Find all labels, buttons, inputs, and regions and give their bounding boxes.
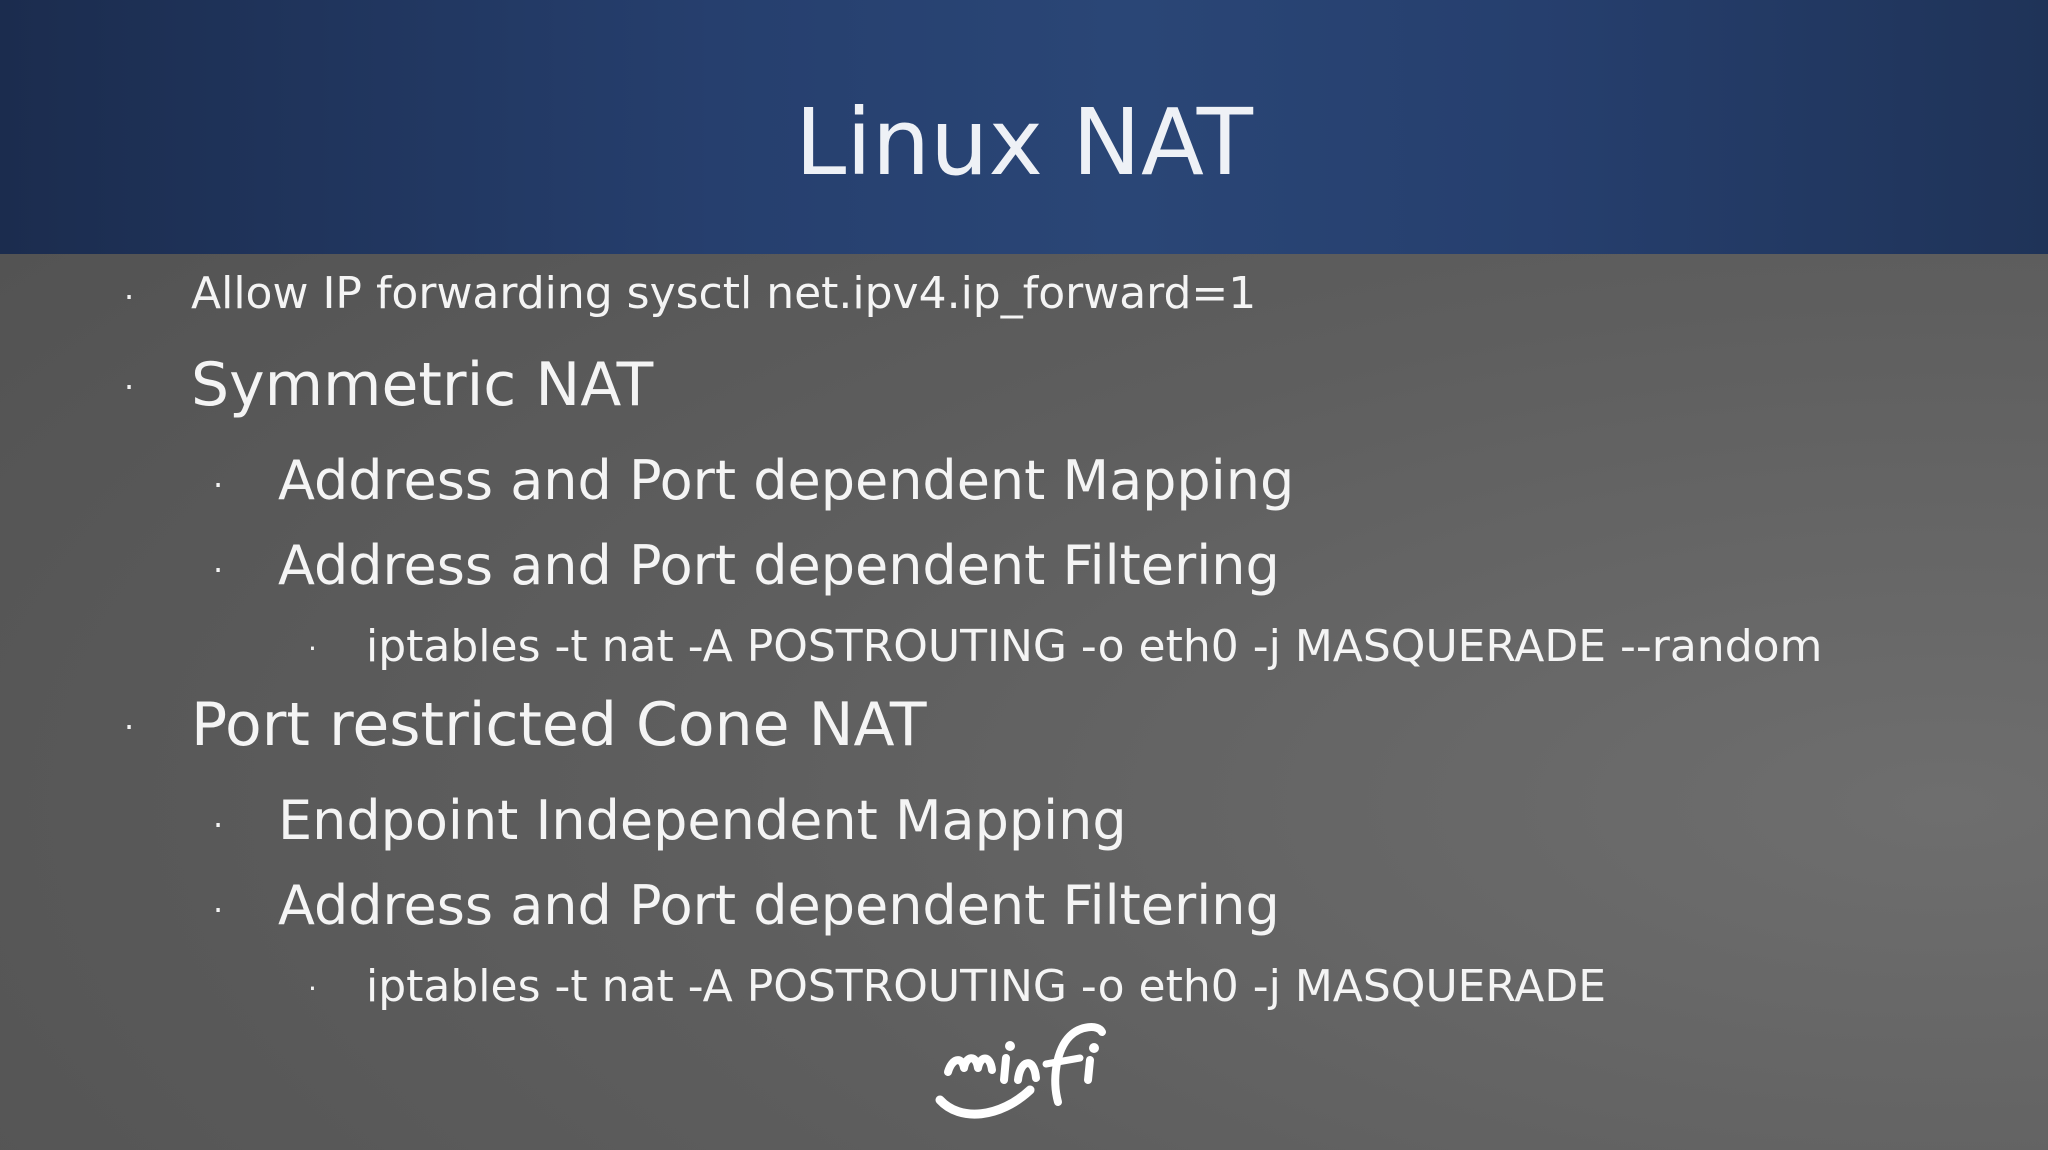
bullet-item: Endpoint Independent Mapping bbox=[278, 789, 1127, 852]
bullet-item: Allow IP forwarding sysctl net.ipv4.ip_f… bbox=[191, 268, 1257, 319]
bullet-item: Address and Port dependent Mapping bbox=[278, 449, 1295, 512]
bullet-marker: · bbox=[213, 551, 224, 589]
bullet-item: Symmetric NAT bbox=[191, 350, 654, 420]
bullet-marker: · bbox=[124, 708, 135, 746]
bullet-marker: · bbox=[308, 972, 317, 1005]
bullet-marker: · bbox=[213, 806, 224, 844]
bullet-marker: · bbox=[308, 632, 317, 665]
bullet-marker: · bbox=[124, 278, 135, 316]
title-bar: Linux NAT bbox=[0, 0, 2048, 254]
bullet-item: iptables -t nat -A POSTROUTING -o eth0 -… bbox=[366, 961, 1607, 1012]
minfi-logo-icon bbox=[935, 1023, 1106, 1119]
bullet-item: Address and Port dependent Filtering bbox=[278, 534, 1280, 597]
bullet-item: iptables -t nat -A POSTROUTING -o eth0 -… bbox=[366, 621, 1823, 672]
bullet-marker: · bbox=[124, 368, 135, 406]
bullet-item: Port restricted Cone NAT bbox=[191, 690, 927, 760]
slide-title: Linux NAT bbox=[795, 89, 1253, 196]
bullet-marker: · bbox=[213, 466, 224, 504]
bullet-marker: · bbox=[213, 891, 224, 929]
bullet-item: Address and Port dependent Filtering bbox=[278, 874, 1280, 937]
